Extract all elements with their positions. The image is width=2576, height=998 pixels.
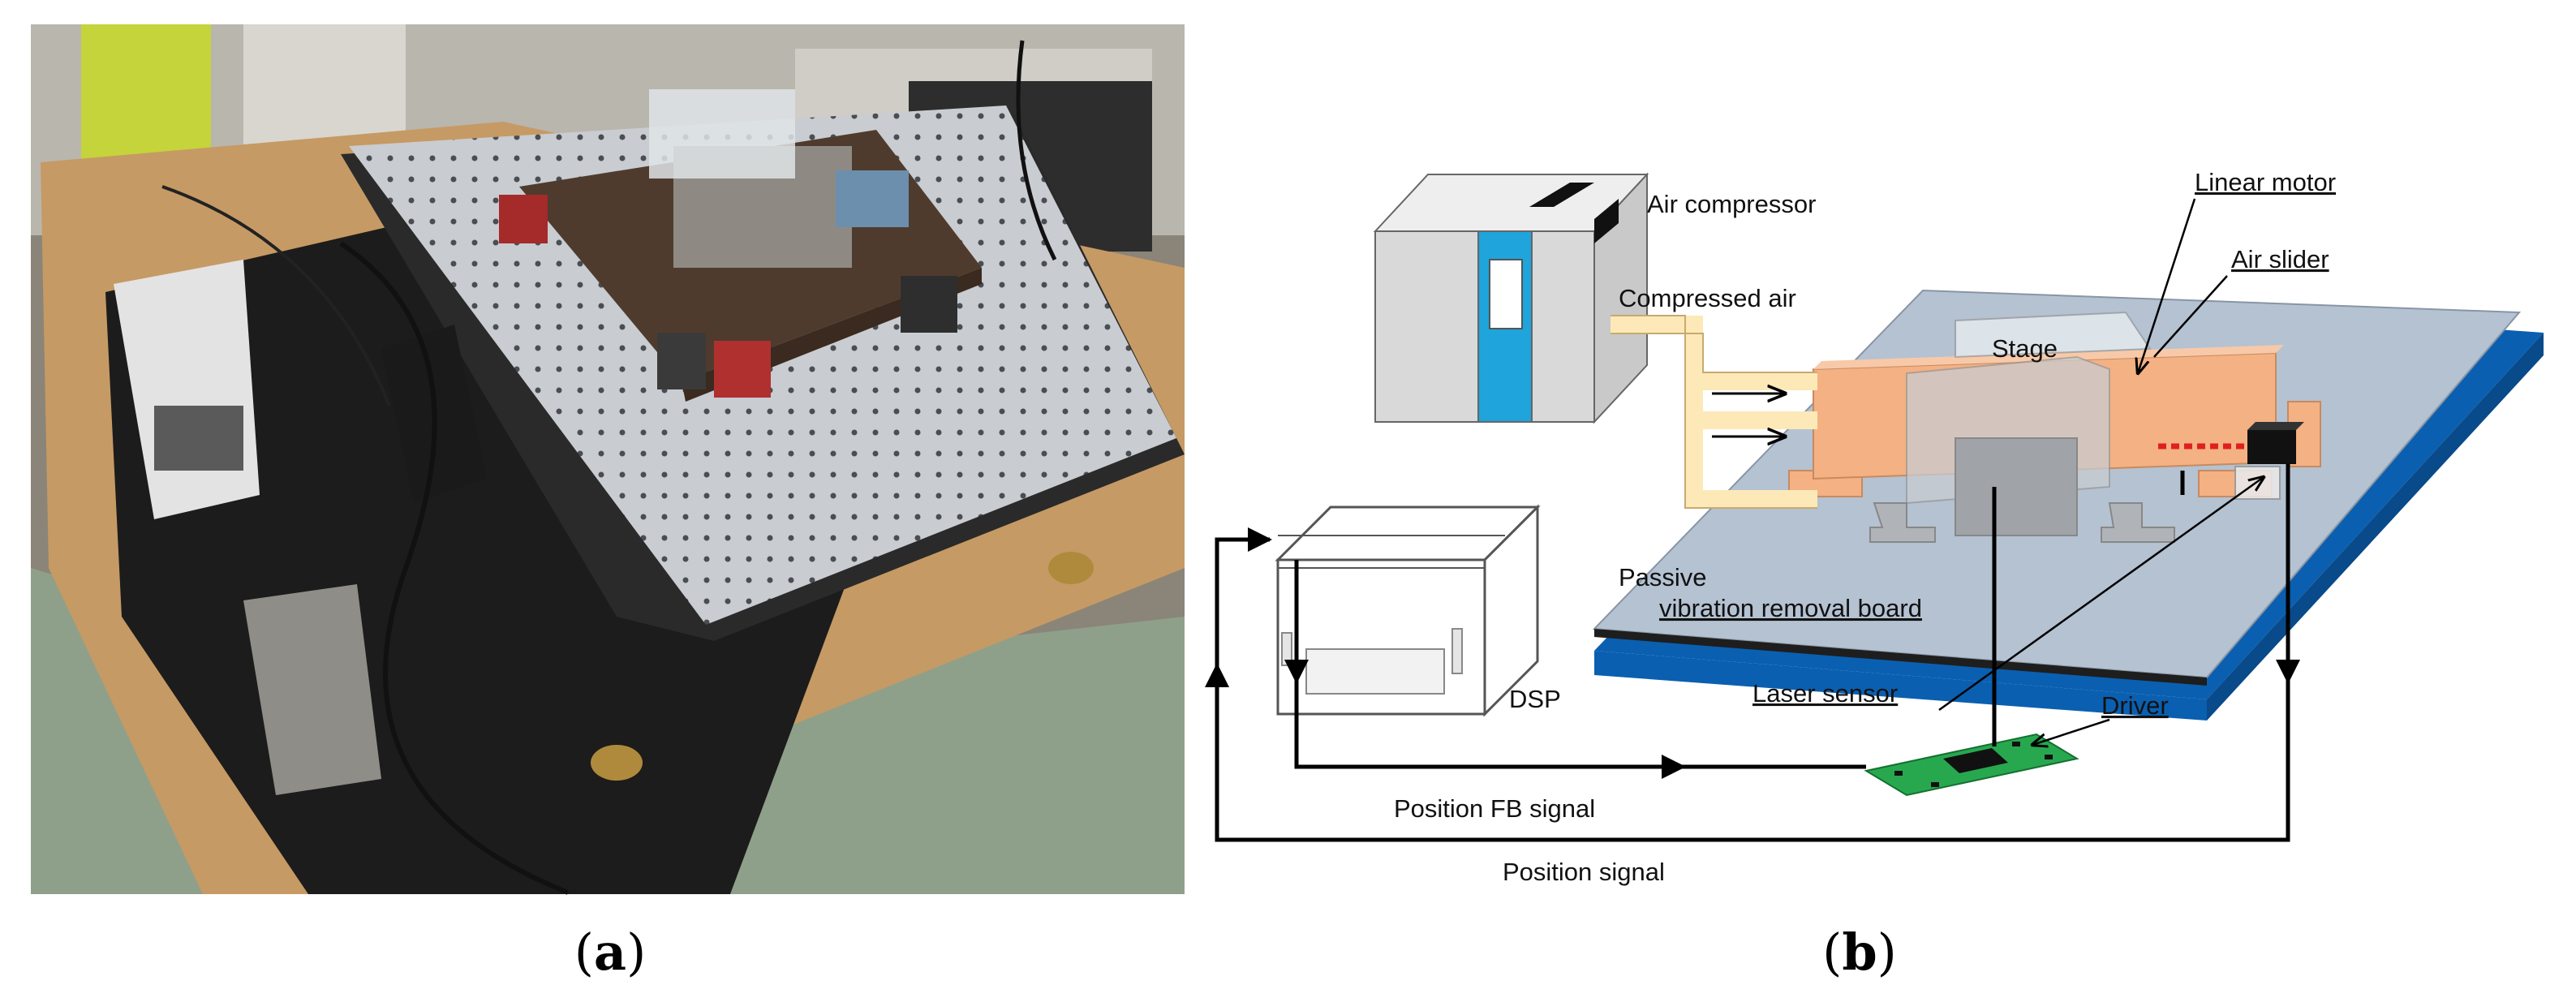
driver-board-icon xyxy=(1864,733,2079,797)
label-air-compressor: Air compressor xyxy=(1647,190,1816,218)
label-position-signal: Position signal xyxy=(1503,858,1665,886)
schematic-diagram: Air compressor Compressed air Linear mot… xyxy=(1205,168,2544,886)
label-stage: Stage xyxy=(1992,334,2058,363)
photo-experimental-setup xyxy=(31,24,1185,895)
label-passive-line2: vibration removal board xyxy=(1659,594,1922,622)
label-compressed-air: Compressed air xyxy=(1619,284,1796,312)
dsp-unit-icon xyxy=(1275,504,1541,717)
stage xyxy=(1869,311,2175,543)
leader-lines xyxy=(1938,198,2264,745)
label-driver: Driver xyxy=(2101,691,2169,720)
caption-b: (b) xyxy=(1822,923,1897,982)
label-air-slider: Air slider xyxy=(2231,245,2329,273)
label-passive-line1: Passive xyxy=(1619,563,1707,591)
label-linear-motor: Linear motor xyxy=(2195,168,2336,196)
label-laser-sensor: Laser sensor xyxy=(1752,679,1898,708)
signal-lines xyxy=(1205,464,2300,842)
compressed-air-pipes xyxy=(1611,315,1817,509)
caption-a: (a) xyxy=(574,923,647,982)
label-position-fb-signal: Position FB signal xyxy=(1394,794,1595,823)
air-compressor-icon xyxy=(1373,172,1649,424)
label-dsp: DSP xyxy=(1509,685,1561,713)
